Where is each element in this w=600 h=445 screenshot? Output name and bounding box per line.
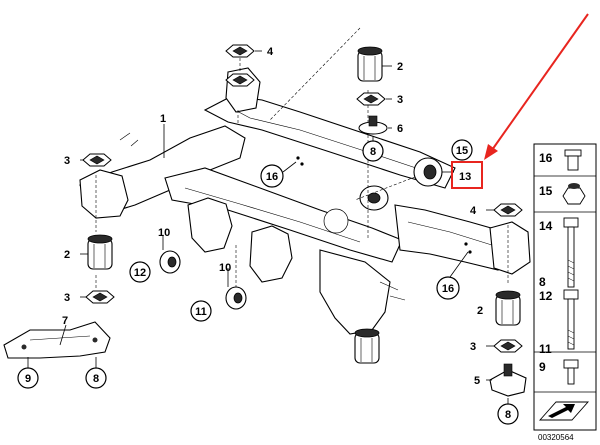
short-bolt-9-icon [563,359,579,385]
callout-10-left: 10 [158,227,170,239]
callout-4-right: 4 [470,205,477,217]
washer-4-top [225,44,255,58]
bushing-13 [413,157,443,187]
callout-3-left: 3 [64,155,70,167]
callout-7: 7 [62,315,68,327]
sleeve-16-icon [564,149,582,171]
washer-4-right [493,203,523,217]
callout-2-right: 2 [477,305,483,317]
sidebar-label-12: 12 [539,289,553,303]
alignment-lines [95,27,509,298]
rubber-mount-lower-centre [354,328,380,364]
reference-number: 00320564 [538,433,574,442]
callout-3-right: 3 [470,341,476,353]
callout-4-top: 4 [267,46,274,58]
callout-6: 6 [397,123,403,135]
highlight-box-13 [451,161,483,189]
callout-15: 15 [456,145,468,157]
callout-2-top: 2 [397,61,403,73]
callout-10-right: 10 [219,262,231,274]
bushing-12 [159,250,181,274]
plate-5 [489,363,527,397]
callout-16-left-circle [260,164,284,188]
callout-8-right: 8 [505,409,511,421]
callout-8-left-circle [85,367,107,389]
callout-13: 13 [459,171,471,183]
callout-11-circle [190,300,212,322]
red-arrow [484,13,589,160]
callout-3-left-lower: 3 [64,292,70,304]
bushing-11 [225,286,247,310]
callout-9-circle [17,367,39,389]
washer-3-right [493,339,523,353]
callout-8-left: 8 [93,373,99,385]
sidebar-label-8: 8 [539,275,546,289]
rear-axle-subframe [79,67,531,335]
sidebar-label-14: 14 [539,219,553,233]
callout-8-top-circle [362,140,384,162]
sidebar-frame [533,143,597,431]
callout-16-left: 16 [266,171,278,183]
callout-12-circle [129,261,151,283]
callout-5: 5 [474,375,480,387]
sidebar-label-9: 9 [539,360,546,374]
callout-labels: 4 1 2 3 6 3 2 3 7 4 3 5 2 10 10 8 9 8 8 … [17,46,519,425]
callout-15-circle [451,139,473,161]
long-bolt-14-icon [563,217,579,288]
callout-11: 11 [195,306,207,318]
plate-6 [358,115,388,135]
nut-15-icon [562,183,586,205]
sidebar-label-15: 15 [539,184,553,198]
rubber-mount-2-left [87,234,113,270]
callout-16-right-circle [436,276,460,300]
callout-16-right: 16 [442,283,454,295]
bolt-12-icon [563,289,579,350]
callout-8-top: 8 [370,146,376,158]
fastener-sidebar: 16 15 14 8 12 11 9 [533,143,597,431]
rubber-mount-2-right [495,290,521,326]
callout-8-right-circle [497,403,519,425]
callout-1: 1 [160,113,166,125]
washer-3-left-lower [85,290,115,304]
washer-3-left [82,153,112,167]
leader-lines [27,50,509,405]
direction-arrow-icon [538,401,590,421]
sidebar-label-11: 11 [539,342,552,356]
bracket-plate-7 [3,321,111,359]
sidebar-label-16: 16 [539,151,553,165]
washer-3-top-right [356,92,386,106]
callout-2-left: 2 [64,249,70,261]
washer-3-upper [225,73,255,87]
callout-12: 12 [134,267,146,279]
rubber-mount-2-top [357,46,383,82]
callout-3-top: 3 [397,94,403,106]
callout-9: 9 [25,373,31,385]
